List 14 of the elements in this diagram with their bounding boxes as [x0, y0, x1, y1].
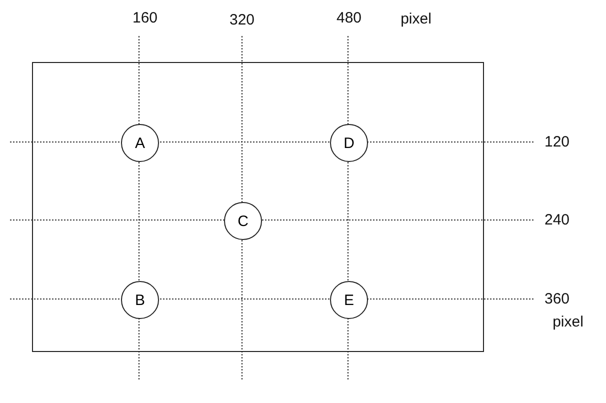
point-circle: E	[330, 281, 368, 319]
point-circle: D	[330, 124, 368, 162]
point-circle: B	[121, 281, 159, 319]
axis-tick-label: 240	[544, 212, 570, 228]
unit-label: pixel	[552, 314, 584, 330]
unit-label: pixel	[400, 12, 432, 26]
axis-tick-label: 160	[132, 10, 158, 26]
axis-tick-label: 360	[544, 292, 570, 306]
axis-tick-label: 480	[336, 10, 362, 26]
axis-tick-label: 120	[544, 134, 570, 150]
point-circle: C	[224, 202, 262, 240]
screen-frame	[32, 62, 484, 352]
axis-tick-label: 320	[229, 12, 255, 28]
point-circle: A	[121, 124, 159, 162]
